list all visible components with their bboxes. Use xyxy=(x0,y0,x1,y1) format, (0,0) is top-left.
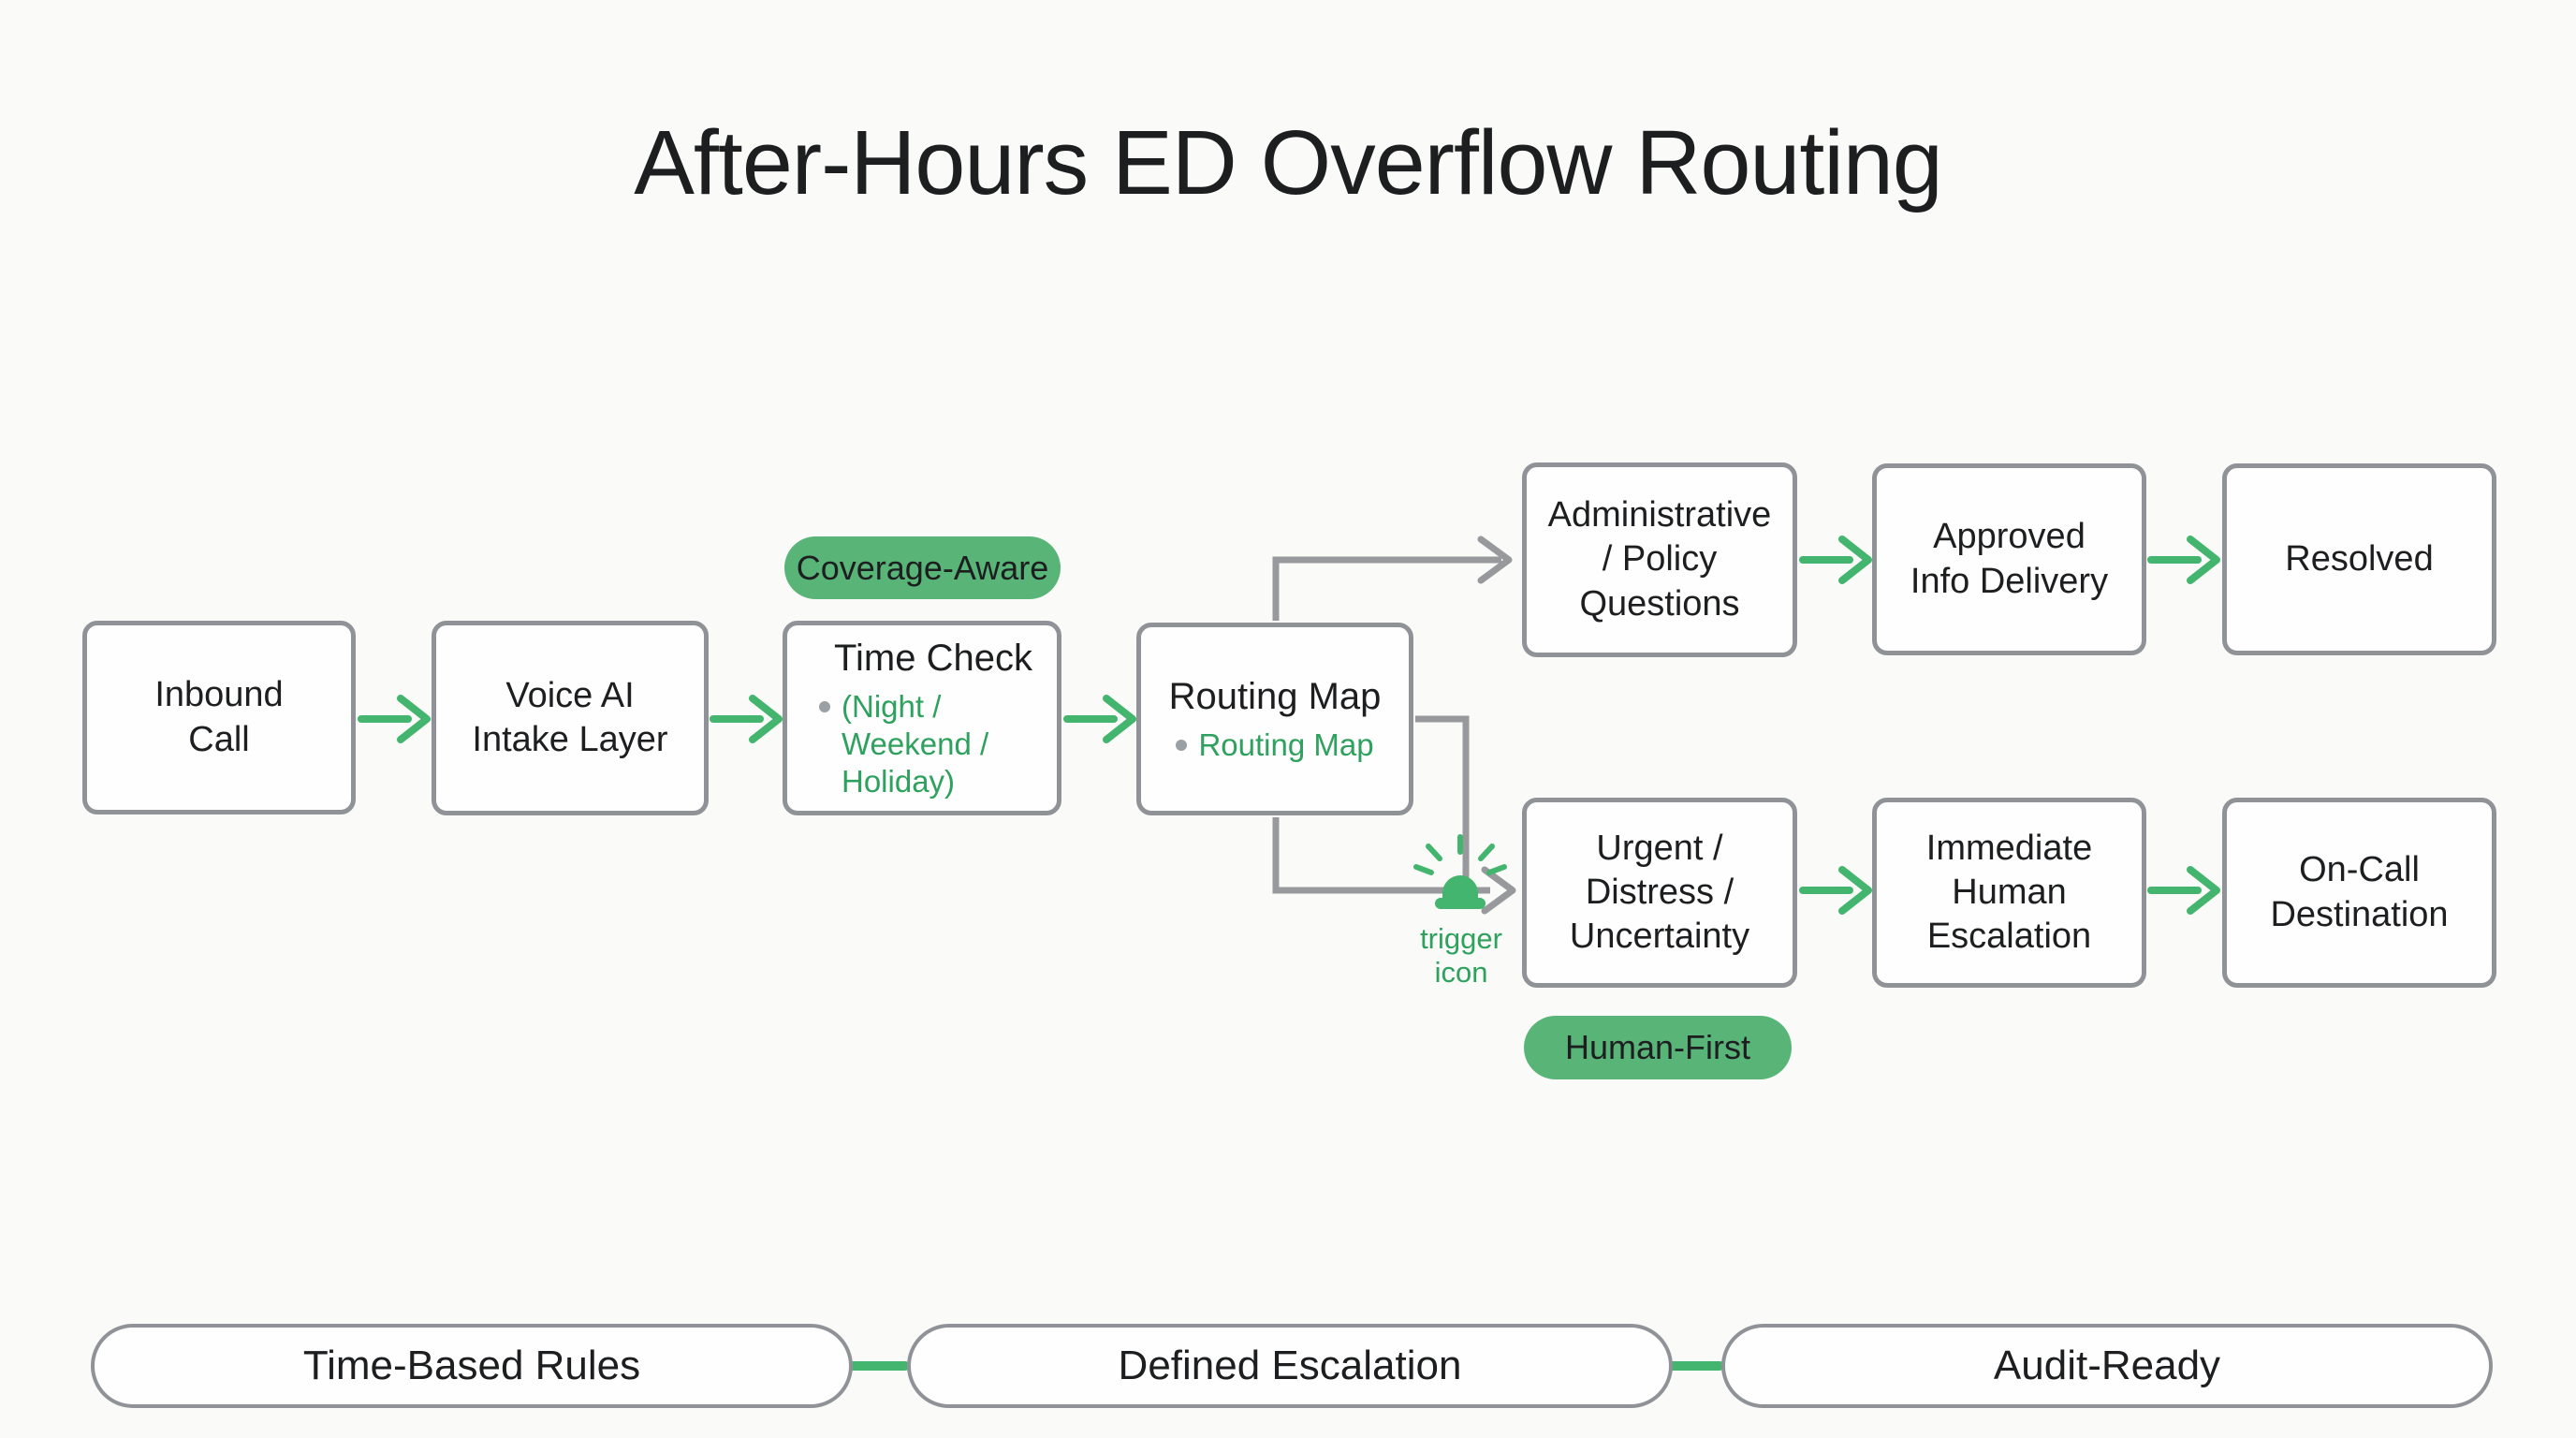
bullet-text: Routing Map xyxy=(1198,726,1374,762)
badge-human-first: Human-First xyxy=(1524,1016,1792,1079)
footer-pill-audit-ready: Audit-Ready xyxy=(1721,1324,2493,1408)
node-urgent-distress: Urgent / Distress / Uncertainty xyxy=(1522,798,1797,988)
page-title: After-Hours ED Overflow Routing xyxy=(634,111,1943,213)
node-immediate-human-escalation: Immediate Human Escalation xyxy=(1872,798,2146,988)
node-label: Resolved xyxy=(2285,538,2434,579)
node-label: Administrative / Policy Questions xyxy=(1547,495,1772,624)
connector-routing-to-admin xyxy=(1272,536,1513,621)
arrow-admin-to-approved xyxy=(1799,536,1872,584)
arrow-urgent-to-immediate xyxy=(1799,866,1872,915)
node-label: Inbound Call xyxy=(154,675,284,759)
node-label: Voice AI Intake Layer xyxy=(472,675,668,759)
node-oncall-destination: On-Call Destination xyxy=(2222,798,2496,988)
node-inbound-call: Inbound Call xyxy=(82,621,356,814)
node-resolved: Resolved xyxy=(2222,463,2496,655)
node-label: On-Call Destination xyxy=(2270,850,2449,934)
node-routing-map: Routing Map Routing Map xyxy=(1136,623,1413,815)
node-administrative-policy: Administrative / Policy Questions xyxy=(1522,462,1797,657)
node-heading: Time Check xyxy=(834,637,1032,679)
arrow-inbound-to-voice xyxy=(358,695,431,743)
node-label: Urgent / Distress / Uncertainty xyxy=(1569,828,1750,957)
trigger-icon-label: trigger icon xyxy=(1420,922,1502,989)
pill-label: Time-Based Rules xyxy=(302,1343,641,1388)
bullet-dot xyxy=(1176,739,1188,751)
connector-routing-right-down xyxy=(1415,715,1470,878)
bullet-dot xyxy=(819,700,830,712)
pill-label: Audit-Ready xyxy=(1993,1343,2221,1388)
pill-label: Defined Escalation xyxy=(1118,1343,1462,1388)
node-heading: Routing Map xyxy=(1168,675,1382,717)
node-label: Immediate Human Escalation xyxy=(1925,828,2093,957)
bullet-row: Routing Map xyxy=(1176,726,1374,764)
connector-routing-to-urgent xyxy=(1272,817,1516,915)
bullet-row: (Night / Weekend / Holiday) xyxy=(819,688,988,801)
siren-icon xyxy=(1413,834,1507,909)
footer-pill-defined-escalation: Defined Escalation xyxy=(907,1324,1673,1408)
node-approved-info-delivery: Approved Info Delivery xyxy=(1872,463,2146,655)
arrow-immediate-to-oncall xyxy=(2147,866,2220,915)
arrow-voice-to-timecheck xyxy=(710,695,783,743)
node-label: Approved Info Delivery xyxy=(1910,517,2109,601)
arrow-timecheck-to-routing xyxy=(1063,695,1136,743)
node-time-check: Time Check (Night / Weekend / Holiday) xyxy=(783,621,1061,815)
node-voice-ai-intake: Voice AI Intake Layer xyxy=(432,621,709,815)
arrow-approved-to-resolved xyxy=(2147,536,2220,584)
footer-pill-time-based-rules: Time-Based Rules xyxy=(91,1324,853,1408)
bullet-text: (Night / Weekend / Holiday) xyxy=(842,688,989,800)
badge-coverage-aware: Coverage-Aware xyxy=(784,536,1061,599)
